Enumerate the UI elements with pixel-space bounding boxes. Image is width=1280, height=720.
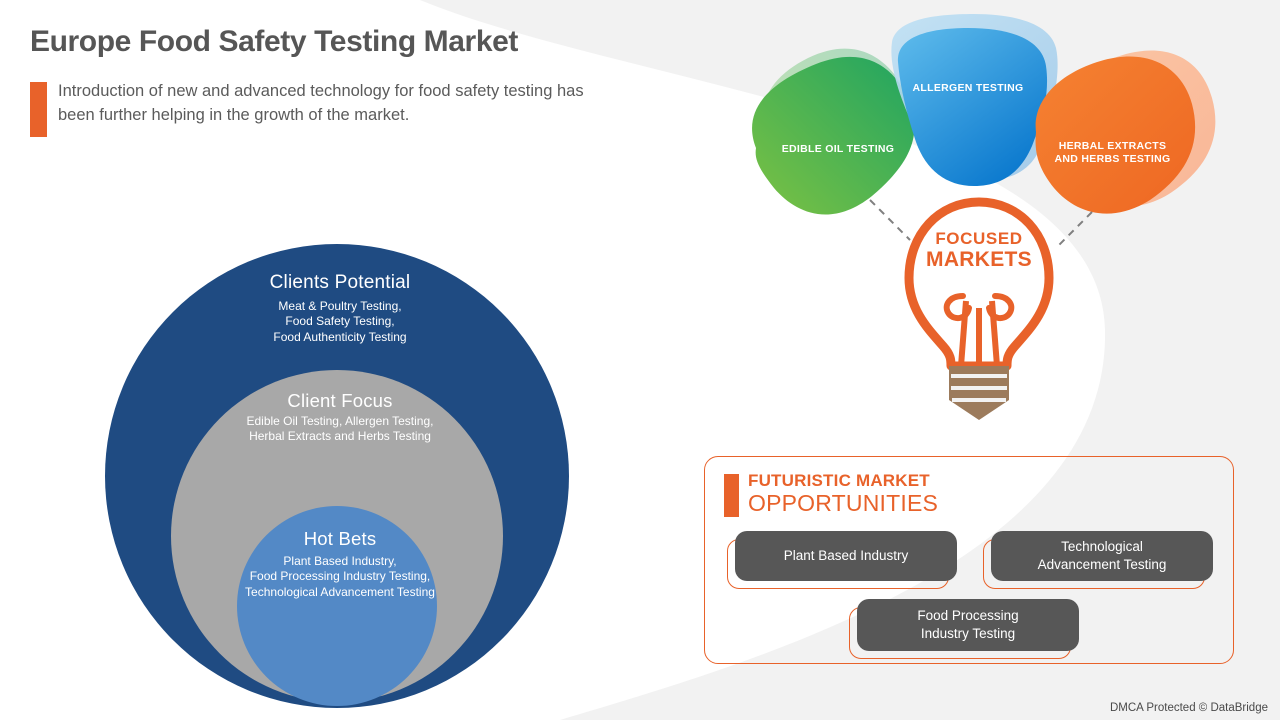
concentric-circles-diagram: Clients Potential Meat & Poultry Testing… — [80, 230, 600, 720]
subtitle-row: Introduction of new and advanced technol… — [30, 79, 590, 137]
blob-shapes — [752, 14, 1216, 247]
ring-title: Clients Potential — [269, 272, 411, 293]
focused-markets-lightbulb: FOCUSED MARKETS — [893, 188, 1065, 428]
ring-label-hot-bets: Hot Bets Plant Based Industry,Food Proce… — [80, 528, 600, 600]
page-title: Europe Food Safety Testing Market — [30, 25, 518, 58]
dmca-credit: DMCA Protected © DataBridge — [1109, 702, 1268, 714]
header-block: Europe Food Safety Testing Market Introd… — [30, 22, 590, 137]
ring-title: Client Focus — [287, 390, 393, 411]
opportunities-heading-line-2: OPPORTUNITIES — [748, 489, 939, 516]
opportunity-card-label: Plant Based Industry — [735, 531, 957, 581]
opportunity-card-plant-based[interactable]: Plant Based Industry — [727, 531, 957, 589]
ring-body: Meat & Poultry Testing,Food Safety Testi… — [273, 299, 407, 344]
ring-label-clients-potential: Clients Potential Meat & Poultry Testing… — [80, 272, 600, 345]
ring-label-client-focus: Client Focus Edible Oil Testing, Allerge… — [80, 390, 600, 445]
futuristic-opportunities-panel: FUTURISTIC MARKET OPPORTUNITIES Plant Ba… — [704, 456, 1234, 664]
accent-bar — [30, 81, 47, 137]
opportunities-heading-line-1: FUTURISTIC MARKET — [748, 471, 930, 490]
ring-title: Hot Bets — [303, 528, 377, 549]
ring-body: Plant Based Industry,Food Processing Ind… — [245, 554, 435, 599]
lightbulb-icon — [904, 197, 1054, 420]
opportunities-heading: FUTURISTIC MARKET OPPORTUNITIES — [724, 471, 939, 517]
opportunities-accent-bar — [724, 474, 739, 517]
ring-hot-bets[interactable] — [237, 506, 437, 706]
page-subtitle: Introduction of new and advanced technol… — [58, 81, 584, 125]
ring-body: Edible Oil Testing, Allergen Testing,Her… — [246, 414, 434, 444]
